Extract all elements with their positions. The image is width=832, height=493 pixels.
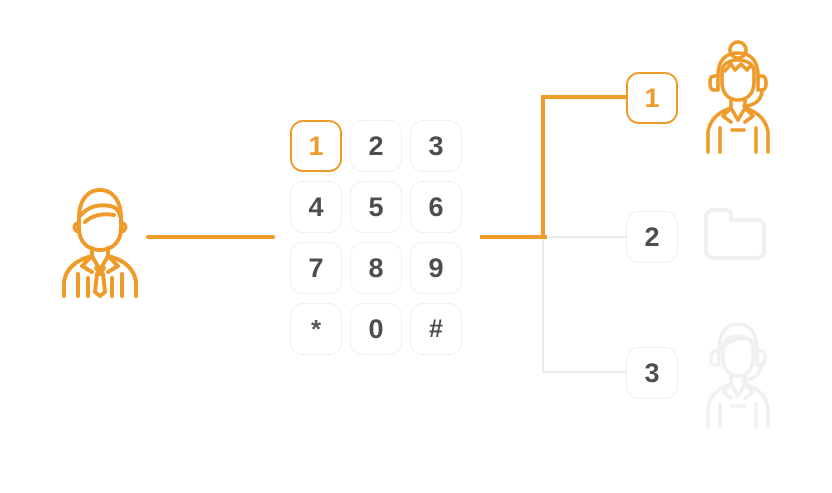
key-hash[interactable]: #: [410, 303, 462, 355]
key-7[interactable]: 7: [290, 242, 342, 294]
key-8[interactable]: 8: [350, 242, 402, 294]
route-line-trunk: [480, 235, 547, 239]
key-star[interactable]: *: [290, 303, 342, 355]
route-option-box-2[interactable]: 2: [626, 211, 678, 263]
agent-headset-female-icon: [702, 40, 774, 154]
person-caller-icon: [52, 182, 148, 298]
agent-headset-male-icon: [702, 318, 774, 428]
key-0[interactable]: 0: [350, 303, 402, 355]
route-option-box-3[interactable]: 3: [626, 347, 678, 399]
key-6[interactable]: 6: [410, 181, 462, 233]
route-line-trunk-up: [541, 95, 545, 239]
route-line-option-1: [541, 95, 626, 99]
key-2[interactable]: 2: [350, 120, 402, 172]
caller-to-keypad-line: [146, 235, 275, 239]
key-9[interactable]: 9: [410, 242, 462, 294]
route-line-option-2: [542, 236, 626, 238]
folder-icon: [700, 203, 770, 265]
dialpad[interactable]: 1 2 3 4 5 6 7 8 9 * 0 #: [290, 120, 462, 355]
key-5[interactable]: 5: [350, 181, 402, 233]
route-line-trunk-down: [542, 237, 544, 373]
key-1[interactable]: 1: [290, 120, 342, 172]
route-option-box-1[interactable]: 1: [626, 72, 678, 124]
key-3[interactable]: 3: [410, 120, 462, 172]
route-line-option-3: [542, 371, 626, 373]
key-4[interactable]: 4: [290, 181, 342, 233]
